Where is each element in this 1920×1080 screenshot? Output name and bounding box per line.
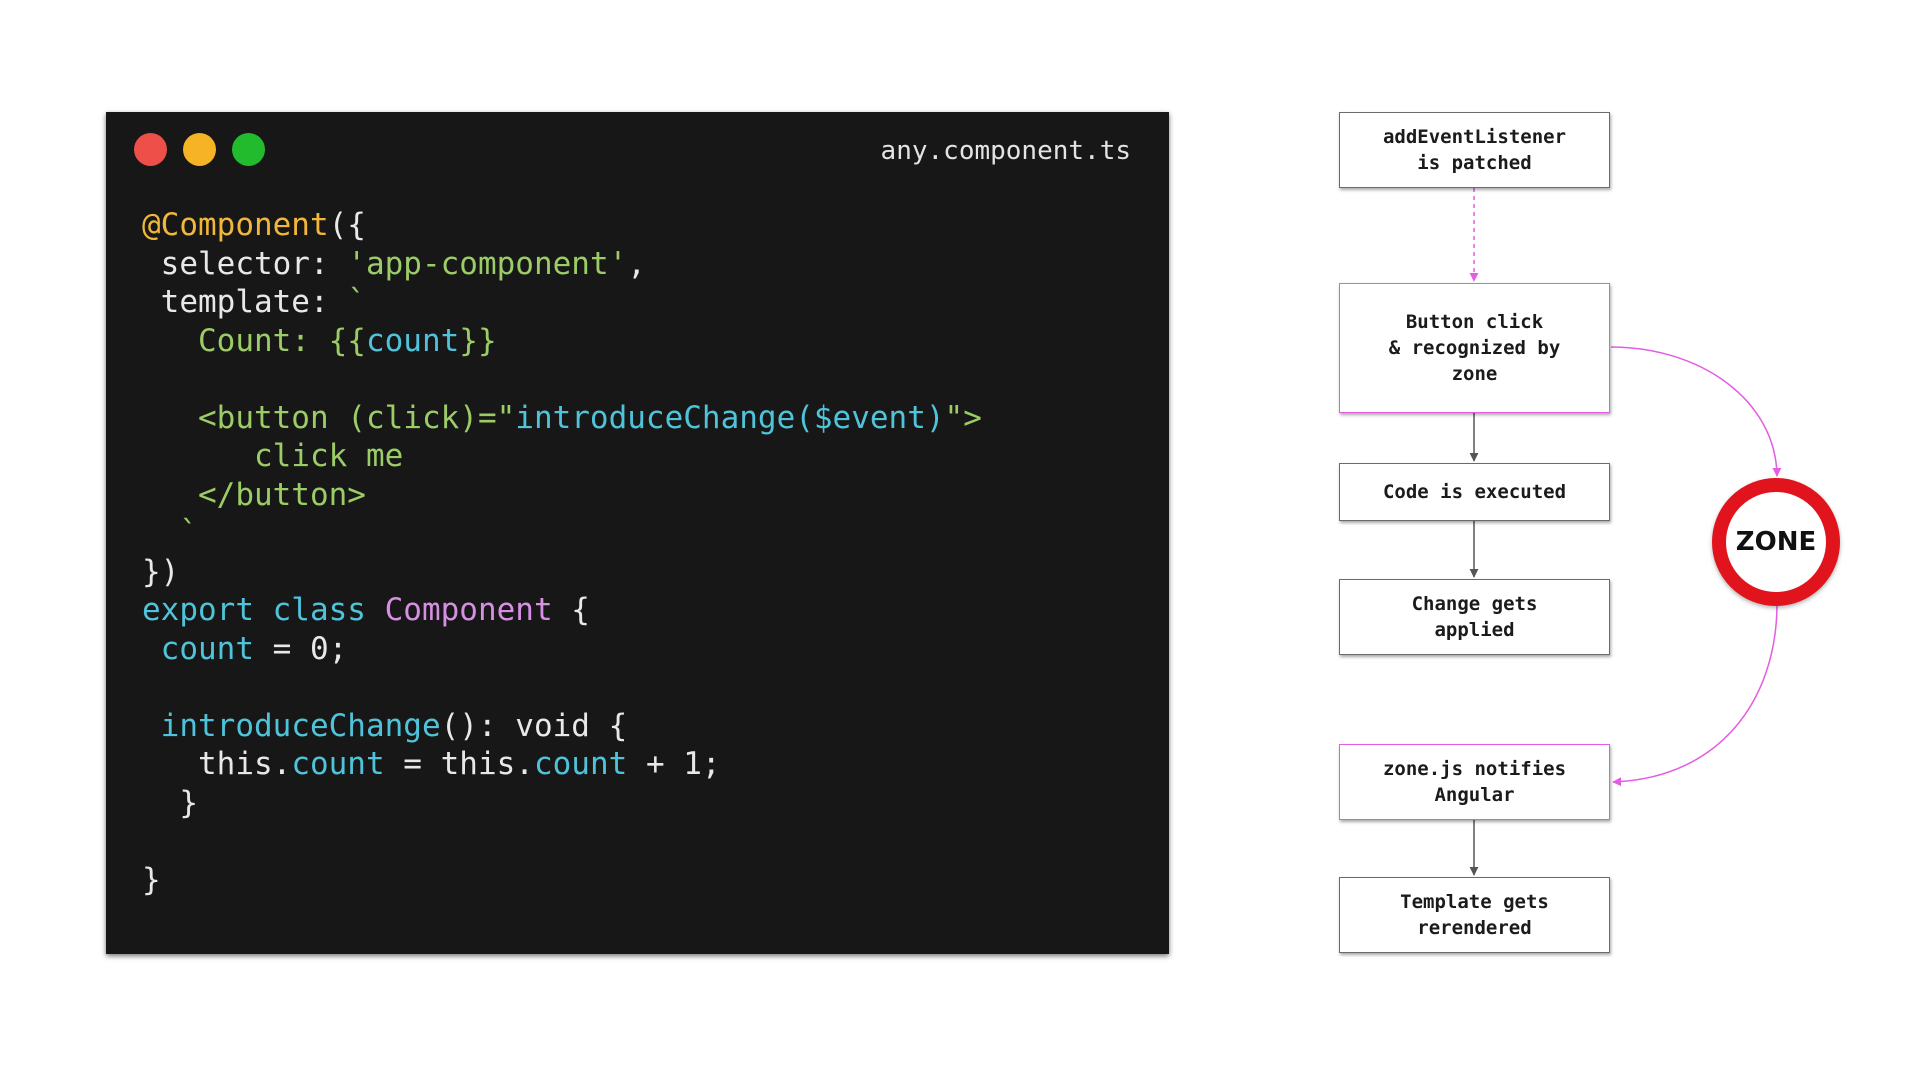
flow-step-template-rerendered: Template gets rerendered xyxy=(1339,877,1610,953)
code-line: } xyxy=(142,784,982,823)
flow-step-button-click: Button click & recognized by zone xyxy=(1339,283,1610,413)
window-maximize-dot[interactable] xyxy=(232,133,265,166)
code-line: <button (click)="introduceChange($event)… xyxy=(142,399,982,438)
code-token: "> xyxy=(944,399,982,436)
code-token: , xyxy=(627,245,646,282)
code-line: } xyxy=(142,861,982,900)
code-token: introduceChange($event) xyxy=(515,399,945,436)
code-token: } xyxy=(142,784,198,821)
code-token: } xyxy=(142,861,161,898)
code-token: count xyxy=(142,630,254,667)
editor-filename: any.component.ts xyxy=(880,136,1131,166)
code-line: @Component({ xyxy=(142,206,982,245)
code-line: }) xyxy=(142,553,982,592)
code-token: introduceChange xyxy=(142,707,441,744)
flow-step-label: Code is executed xyxy=(1382,481,1567,503)
connector-zone-to-notify xyxy=(1612,605,1778,787)
code-token: count xyxy=(291,746,385,782)
code-editor-window: any.component.ts @Component({ selector: … xyxy=(106,112,1169,954)
code-token: + 1; xyxy=(627,746,721,782)
code-line: export class Component { xyxy=(142,591,982,630)
zone-ring: ZONE xyxy=(1712,478,1840,606)
code-token: 'app-component' xyxy=(347,245,628,282)
code-line: this.count = this.count + 1; xyxy=(142,745,982,784)
flow-step-zone-notifies: zone.js notifies Angular xyxy=(1339,744,1610,820)
flow-step-label: Button click & recognized by zone xyxy=(1388,311,1561,385)
zone-label: ZONE xyxy=(1735,527,1817,557)
code-token: count xyxy=(365,322,460,359)
code-token: click me xyxy=(142,438,404,474)
code-token: ` xyxy=(347,284,366,320)
code-line: ` xyxy=(142,514,982,553)
code-token: ({ xyxy=(328,207,366,243)
code-token: = this. xyxy=(384,746,534,782)
code-token: count xyxy=(533,746,628,782)
window-close-dot[interactable] xyxy=(134,133,167,166)
code-token: this. xyxy=(142,746,292,782)
code-token: = 0; xyxy=(253,630,348,667)
code-token: }} xyxy=(459,322,497,359)
code-line: template: ` xyxy=(142,283,982,322)
window-controls xyxy=(134,133,265,166)
code-line: </button> xyxy=(142,476,982,515)
code-token: selector: xyxy=(142,245,348,282)
code-token: { xyxy=(552,592,590,628)
code-line: click me xyxy=(142,437,982,476)
code-line: introduceChange(): void { xyxy=(142,707,982,746)
code-token: ` xyxy=(142,515,198,551)
flow-step-label: zone.js notifies Angular xyxy=(1382,758,1567,806)
flow-step-label: addEventListener is patched xyxy=(1382,126,1567,174)
code-token: Component xyxy=(384,592,553,628)
window-minimize-dot[interactable] xyxy=(183,133,216,166)
code-token: (): void { xyxy=(440,707,628,744)
code-token: @Component xyxy=(142,207,329,243)
flow-step-change-applied: Change gets applied xyxy=(1339,579,1610,655)
code-line: Count: {{count}} xyxy=(142,322,982,361)
code-token: Count: {{ xyxy=(142,322,366,359)
code-token: export class xyxy=(142,592,385,628)
code-token: }) xyxy=(142,553,180,590)
code-block: @Component({ selector: 'app-component', … xyxy=(142,206,982,899)
flow-step-patched: addEventListener is patched xyxy=(1339,112,1610,188)
flow-step-label: Template gets rerendered xyxy=(1400,891,1549,939)
connector-click-to-zone xyxy=(1610,346,1782,477)
code-line: count = 0; xyxy=(142,630,982,669)
flow-step-label: Change gets applied xyxy=(1411,593,1538,641)
code-token: <button (click)=" xyxy=(142,399,516,436)
code-token: </button> xyxy=(142,476,366,513)
code-token: template: xyxy=(142,284,348,320)
flow-step-code-executed: Code is executed xyxy=(1339,463,1610,521)
code-line: selector: 'app-component', xyxy=(142,245,982,284)
